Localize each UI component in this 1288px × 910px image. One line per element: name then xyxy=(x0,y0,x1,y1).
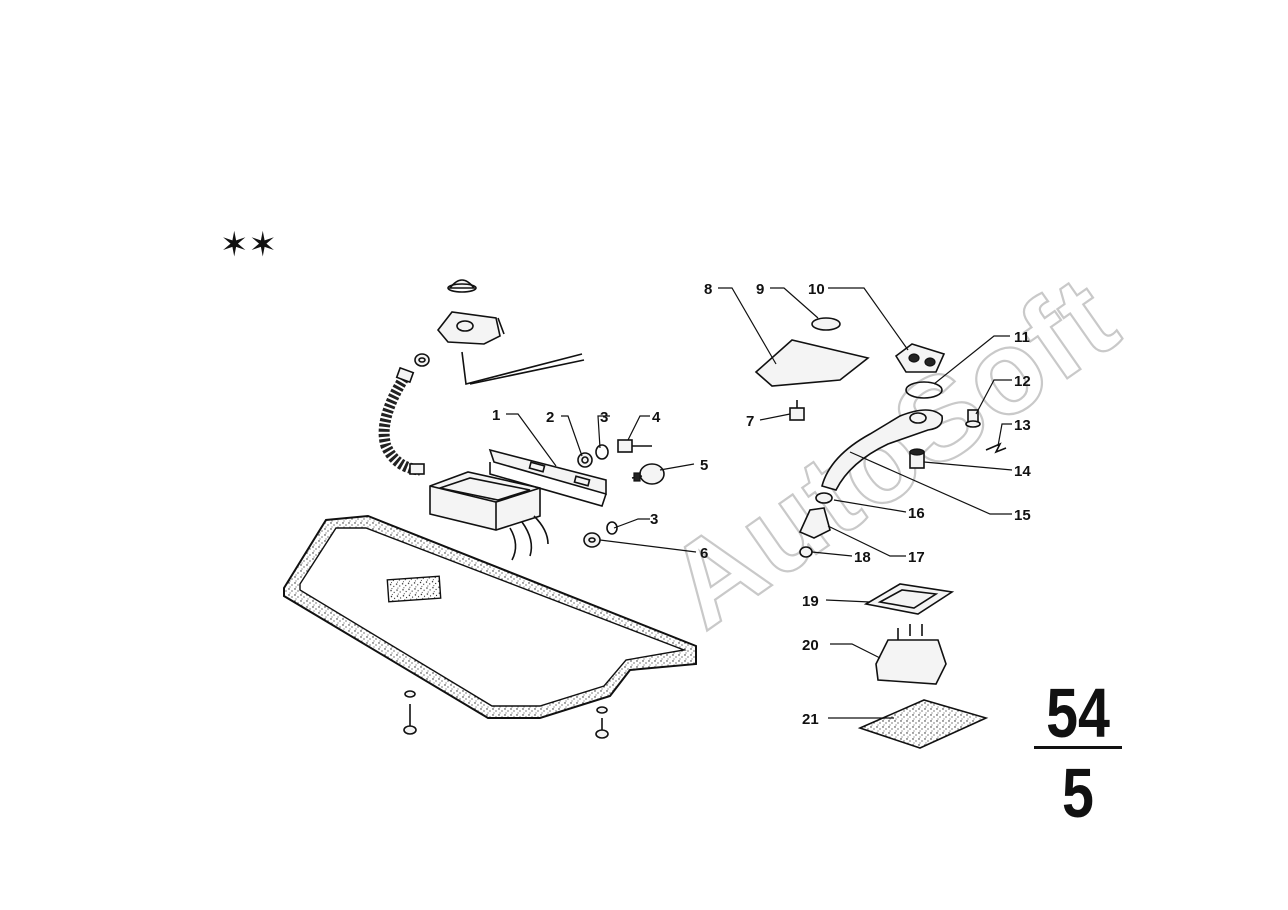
callout-8: 8 xyxy=(704,281,712,298)
screw-7 xyxy=(789,400,805,421)
callout-1: 1 xyxy=(492,407,500,424)
bolt-4 xyxy=(617,439,652,453)
lever-rod xyxy=(461,351,585,386)
clip-9 xyxy=(811,317,841,331)
callout-21: 21 xyxy=(802,711,819,728)
dome-cap xyxy=(447,279,477,293)
callout-20: 20 xyxy=(802,637,819,654)
callout-17: 17 xyxy=(908,549,925,566)
cap-17 xyxy=(798,507,831,539)
callout-12: 12 xyxy=(1014,373,1031,390)
grab-handle-15 xyxy=(821,409,944,491)
pad-21 xyxy=(857,699,989,749)
washer-16 xyxy=(815,492,833,504)
frame-19 xyxy=(863,583,955,615)
lock-washer-3b xyxy=(606,521,618,535)
callout-5: 5 xyxy=(700,457,708,474)
callout-16: 16 xyxy=(908,505,925,522)
callout-10: 10 xyxy=(808,281,825,298)
callout-13: 13 xyxy=(1014,417,1031,434)
screw-18 xyxy=(799,546,813,558)
group-number: 54 xyxy=(1046,674,1110,752)
callout-2: 2 xyxy=(546,409,554,426)
switch-20 xyxy=(875,624,947,685)
callout-6: 6 xyxy=(700,545,708,562)
lock-washer-3 xyxy=(595,444,609,460)
callout-14: 14 xyxy=(1014,463,1031,480)
bulb-socket-14 xyxy=(909,448,925,469)
clip-13 xyxy=(985,442,1007,454)
leader-lines xyxy=(506,287,1013,719)
nut-6 xyxy=(583,532,601,548)
mounting-plate xyxy=(488,448,607,507)
washer-2 xyxy=(577,452,593,468)
panel-screw-right xyxy=(595,706,609,739)
screw-12 xyxy=(965,409,981,428)
callout-18: 18 xyxy=(854,549,871,566)
callout-3b: 3 xyxy=(650,511,658,528)
switch-5 xyxy=(631,463,665,485)
callout-15: 15 xyxy=(1014,507,1031,524)
mounting-bracket xyxy=(436,311,505,345)
callout-3a: 3 xyxy=(600,409,608,426)
panel-screw-left xyxy=(403,690,417,735)
control-box xyxy=(429,471,549,561)
marker-symbol: ✶✶ xyxy=(220,225,277,265)
callout-11: 11 xyxy=(1014,329,1030,346)
corrugated-hose xyxy=(378,366,425,476)
cover-panel xyxy=(283,514,697,719)
callout-9: 9 xyxy=(756,281,764,298)
trim-plate-8 xyxy=(754,339,870,387)
gasket-11 xyxy=(905,381,943,399)
sub-group-number: 5 xyxy=(1062,754,1094,832)
callout-19: 19 xyxy=(802,593,819,610)
callout-4: 4 xyxy=(652,409,661,426)
group-divider xyxy=(1034,746,1122,749)
lamp-housing-10 xyxy=(894,343,946,373)
callout-7: 7 xyxy=(746,413,754,430)
hose-nut xyxy=(414,353,430,367)
